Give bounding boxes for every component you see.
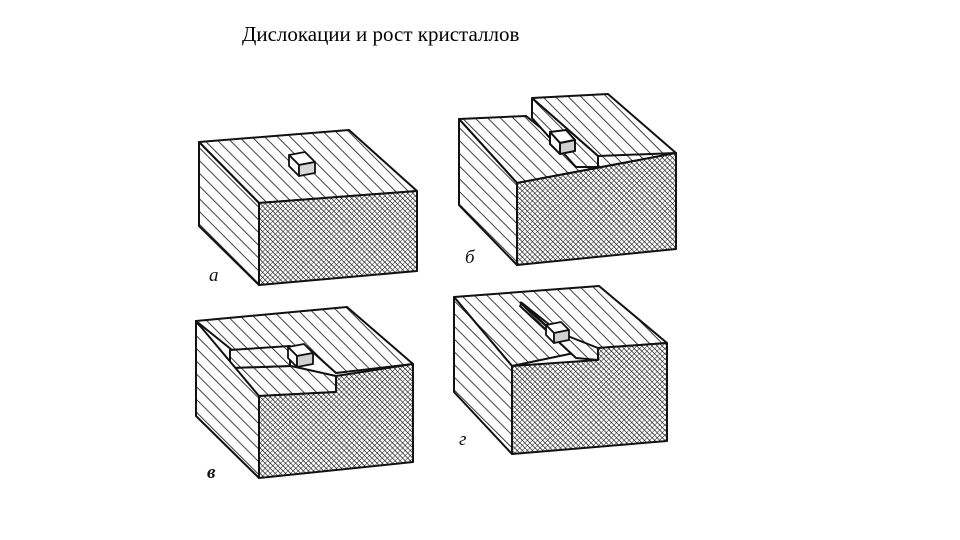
nucleus-cube bbox=[288, 151, 316, 177]
panel-label-b: б bbox=[465, 247, 476, 268]
panel-v: в bbox=[195, 306, 414, 483]
step-wall bbox=[229, 345, 291, 369]
panel-label-a: а bbox=[209, 265, 219, 286]
panel-g: г bbox=[453, 285, 668, 455]
panel-b: б bbox=[458, 93, 677, 268]
nucleus-cube bbox=[545, 321, 570, 344]
slide-title: Дислокации и рост кристаллов bbox=[242, 22, 520, 46]
panel-label-g: г bbox=[459, 429, 466, 450]
nucleus-cube bbox=[287, 343, 314, 368]
panel-a: а bbox=[198, 129, 418, 286]
panel-label-v: в bbox=[207, 462, 216, 483]
